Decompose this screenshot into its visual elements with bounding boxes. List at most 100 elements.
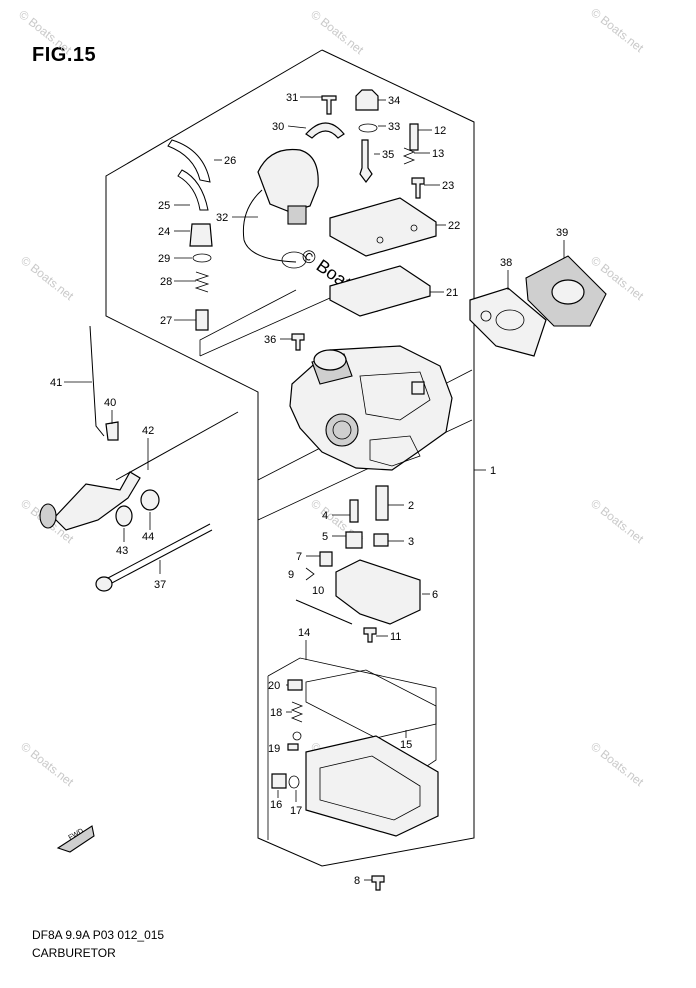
gasket-15: [305, 669, 437, 739]
watermark-low-right: © Boats.net: [588, 739, 647, 789]
callout-6: 6: [432, 589, 438, 601]
callout-34: 34: [388, 95, 400, 107]
callout-26: 26: [224, 155, 236, 167]
watermark-mid-right: © Boats.net: [588, 496, 647, 546]
watermark-low-left: © Boats.net: [18, 739, 77, 789]
washer-17: [288, 775, 300, 789]
callout-35: 35: [382, 149, 394, 161]
cable-42: [115, 411, 239, 481]
callout-31: 31: [286, 92, 298, 104]
callout-21: 21: [446, 287, 458, 299]
figure-code: DF8A 9.9A P03 012_015: [32, 928, 165, 942]
watermark-top-mid: © Boats.net: [308, 7, 367, 57]
plug-20: [287, 679, 303, 691]
clip-40: [105, 421, 119, 441]
plate-22: [329, 197, 437, 257]
callout-30: 30: [272, 121, 284, 133]
bolt-37: [107, 523, 211, 579]
hose-26: [167, 139, 211, 183]
float-6: [335, 559, 421, 625]
callout-22: 22: [448, 220, 460, 232]
jet-27: [195, 309, 209, 331]
callout-39: 39: [556, 227, 568, 239]
cable-end-42: [53, 471, 141, 531]
callout-8: 8: [354, 875, 360, 887]
callout-3: 3: [408, 536, 414, 548]
screw-31: [321, 95, 337, 115]
intake-gaskets: [469, 255, 607, 357]
callout-11: 11: [390, 631, 401, 643]
float-bowl: [305, 735, 439, 837]
screw-36: [291, 333, 305, 351]
callout-17: 17: [290, 805, 302, 817]
bushing-44: [140, 489, 160, 511]
assembly-outline: [105, 49, 486, 867]
callout-42: 42: [142, 425, 154, 437]
callout-12: 12: [434, 125, 446, 137]
carburetor-body: [289, 345, 453, 471]
watermark-upper-left: © Boats.net: [18, 253, 77, 303]
callouts: 1 2 3 4 5 6 7 8 9 10 11 12 13 14 15 16 1…: [50, 92, 568, 887]
screw-8: [371, 875, 385, 891]
needle-35: [359, 139, 373, 183]
cap-34: [355, 89, 379, 111]
jet-5: [345, 531, 363, 549]
nozzle-2: [375, 485, 389, 521]
drain-16: [271, 773, 287, 789]
hose-25: [177, 169, 209, 211]
callout-9: 9: [288, 569, 294, 581]
callout-13: 13: [432, 148, 444, 160]
callout-14: 14: [298, 627, 310, 639]
needle-seat-parts: [189, 223, 213, 331]
callout-1: 1: [490, 465, 496, 477]
jet-4: [349, 499, 359, 523]
screw-19: [287, 743, 299, 751]
callout-4: 4: [322, 510, 328, 522]
callout-28: 28: [160, 276, 172, 288]
callout-40: 40: [104, 397, 116, 409]
rod-41: [89, 325, 105, 437]
callout-29: 29: [158, 253, 170, 265]
callout-36: 36: [264, 334, 276, 346]
watermark-top-right: © Boats.net: [588, 5, 647, 55]
callout-44: 44: [142, 531, 154, 543]
ball: [292, 731, 302, 741]
fitting-24: [189, 223, 213, 247]
pilot-7: [319, 551, 333, 567]
callout-38: 38: [500, 257, 512, 269]
screw-12: [409, 123, 419, 151]
screw-11: [363, 627, 377, 643]
float-bowl-group: [271, 669, 439, 891]
jets-and-float: [295, 485, 421, 643]
top-small-parts: [305, 89, 425, 199]
callout-19: 19: [268, 743, 280, 755]
bushing-43: [115, 505, 133, 527]
callout-24: 24: [158, 226, 170, 238]
callout-37: 37: [154, 579, 166, 591]
gasket-21: [329, 265, 431, 317]
screw-23: [411, 177, 425, 199]
fig-title: FIG.15: [32, 44, 97, 66]
cover-plates: [329, 197, 437, 317]
callout-15: 15: [400, 739, 412, 751]
callout-18: 18: [270, 707, 282, 719]
callout-23: 23: [442, 180, 454, 192]
callout-7: 7: [296, 551, 302, 563]
jet-3: [373, 533, 389, 547]
callout-32: 32: [216, 212, 228, 224]
callout-43: 43: [116, 545, 128, 557]
choke-assembly: [167, 139, 319, 269]
clip-9: [305, 567, 315, 581]
oring-33: [358, 123, 378, 133]
spring-13: [402, 147, 416, 165]
oring-ring: [281, 251, 307, 269]
callout-33: 33: [388, 121, 400, 133]
spring-28: [194, 271, 210, 293]
callout-10: 10: [312, 585, 324, 597]
leader-lines: [64, 96, 565, 881]
oring-29: [192, 253, 212, 263]
callout-5: 5: [322, 531, 328, 543]
solenoid-32: [257, 148, 319, 213]
callout-41: 41: [50, 377, 62, 389]
fwd-arrow: FWD: [56, 825, 95, 853]
